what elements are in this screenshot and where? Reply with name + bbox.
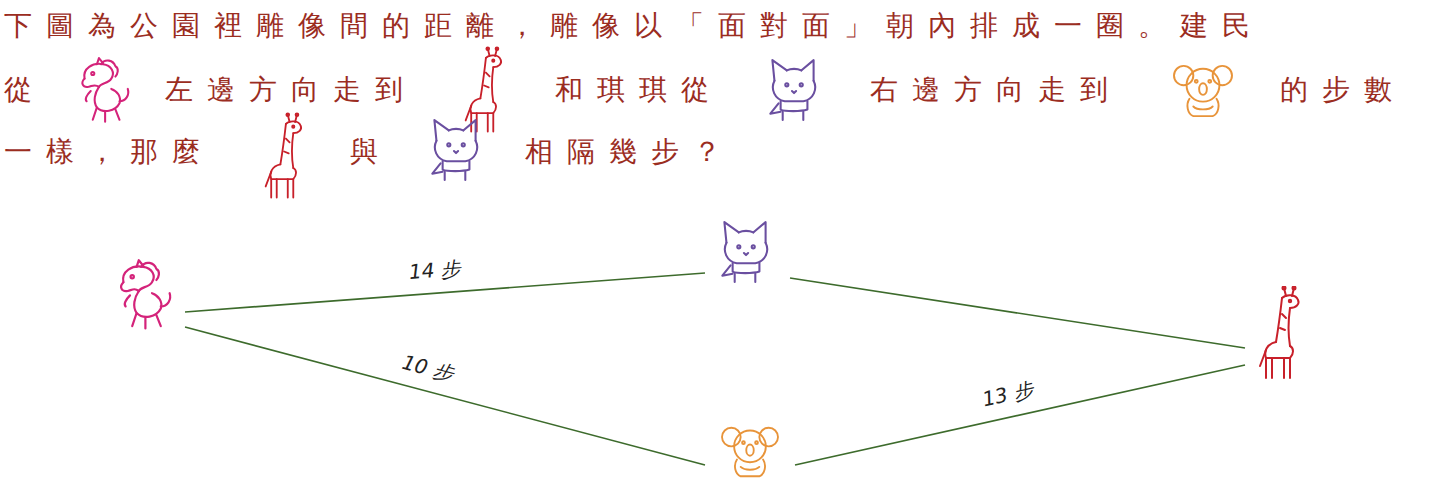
question-text: 和琪琪從 — [555, 72, 723, 108]
horse-statue — [108, 258, 174, 335]
horse-icon — [70, 56, 132, 128]
giraffe-statue — [1256, 286, 1306, 382]
question-text: 一樣，那麼 — [4, 134, 214, 170]
fox-statue — [714, 218, 776, 286]
question-text: 左邊方向走到 — [165, 72, 417, 108]
question-text: 與 — [350, 134, 392, 170]
path-line — [185, 327, 705, 465]
question-text: 下圖為公園裡雕像間的距離，雕像以「面對面」朝內排成一圈。建民 — [4, 8, 1264, 44]
question-text: 右邊方向走到 — [870, 72, 1122, 108]
question-text: 從 — [4, 72, 46, 108]
path-line — [795, 365, 1245, 465]
fox-icon — [762, 56, 824, 124]
koala-statue — [720, 424, 780, 480]
path-line — [790, 278, 1245, 348]
question-text: 相隔幾步？ — [525, 134, 735, 170]
giraffe-icon — [462, 46, 508, 136]
distance-label: 14 步 — [405, 256, 464, 284]
giraffe-icon — [262, 112, 308, 202]
koala-icon — [1172, 62, 1234, 120]
question-text: 的步數 — [1280, 72, 1406, 108]
distance-label: 13 步 — [977, 376, 1039, 412]
fox-icon — [424, 116, 486, 184]
distance-label: 10 步 — [397, 349, 459, 387]
